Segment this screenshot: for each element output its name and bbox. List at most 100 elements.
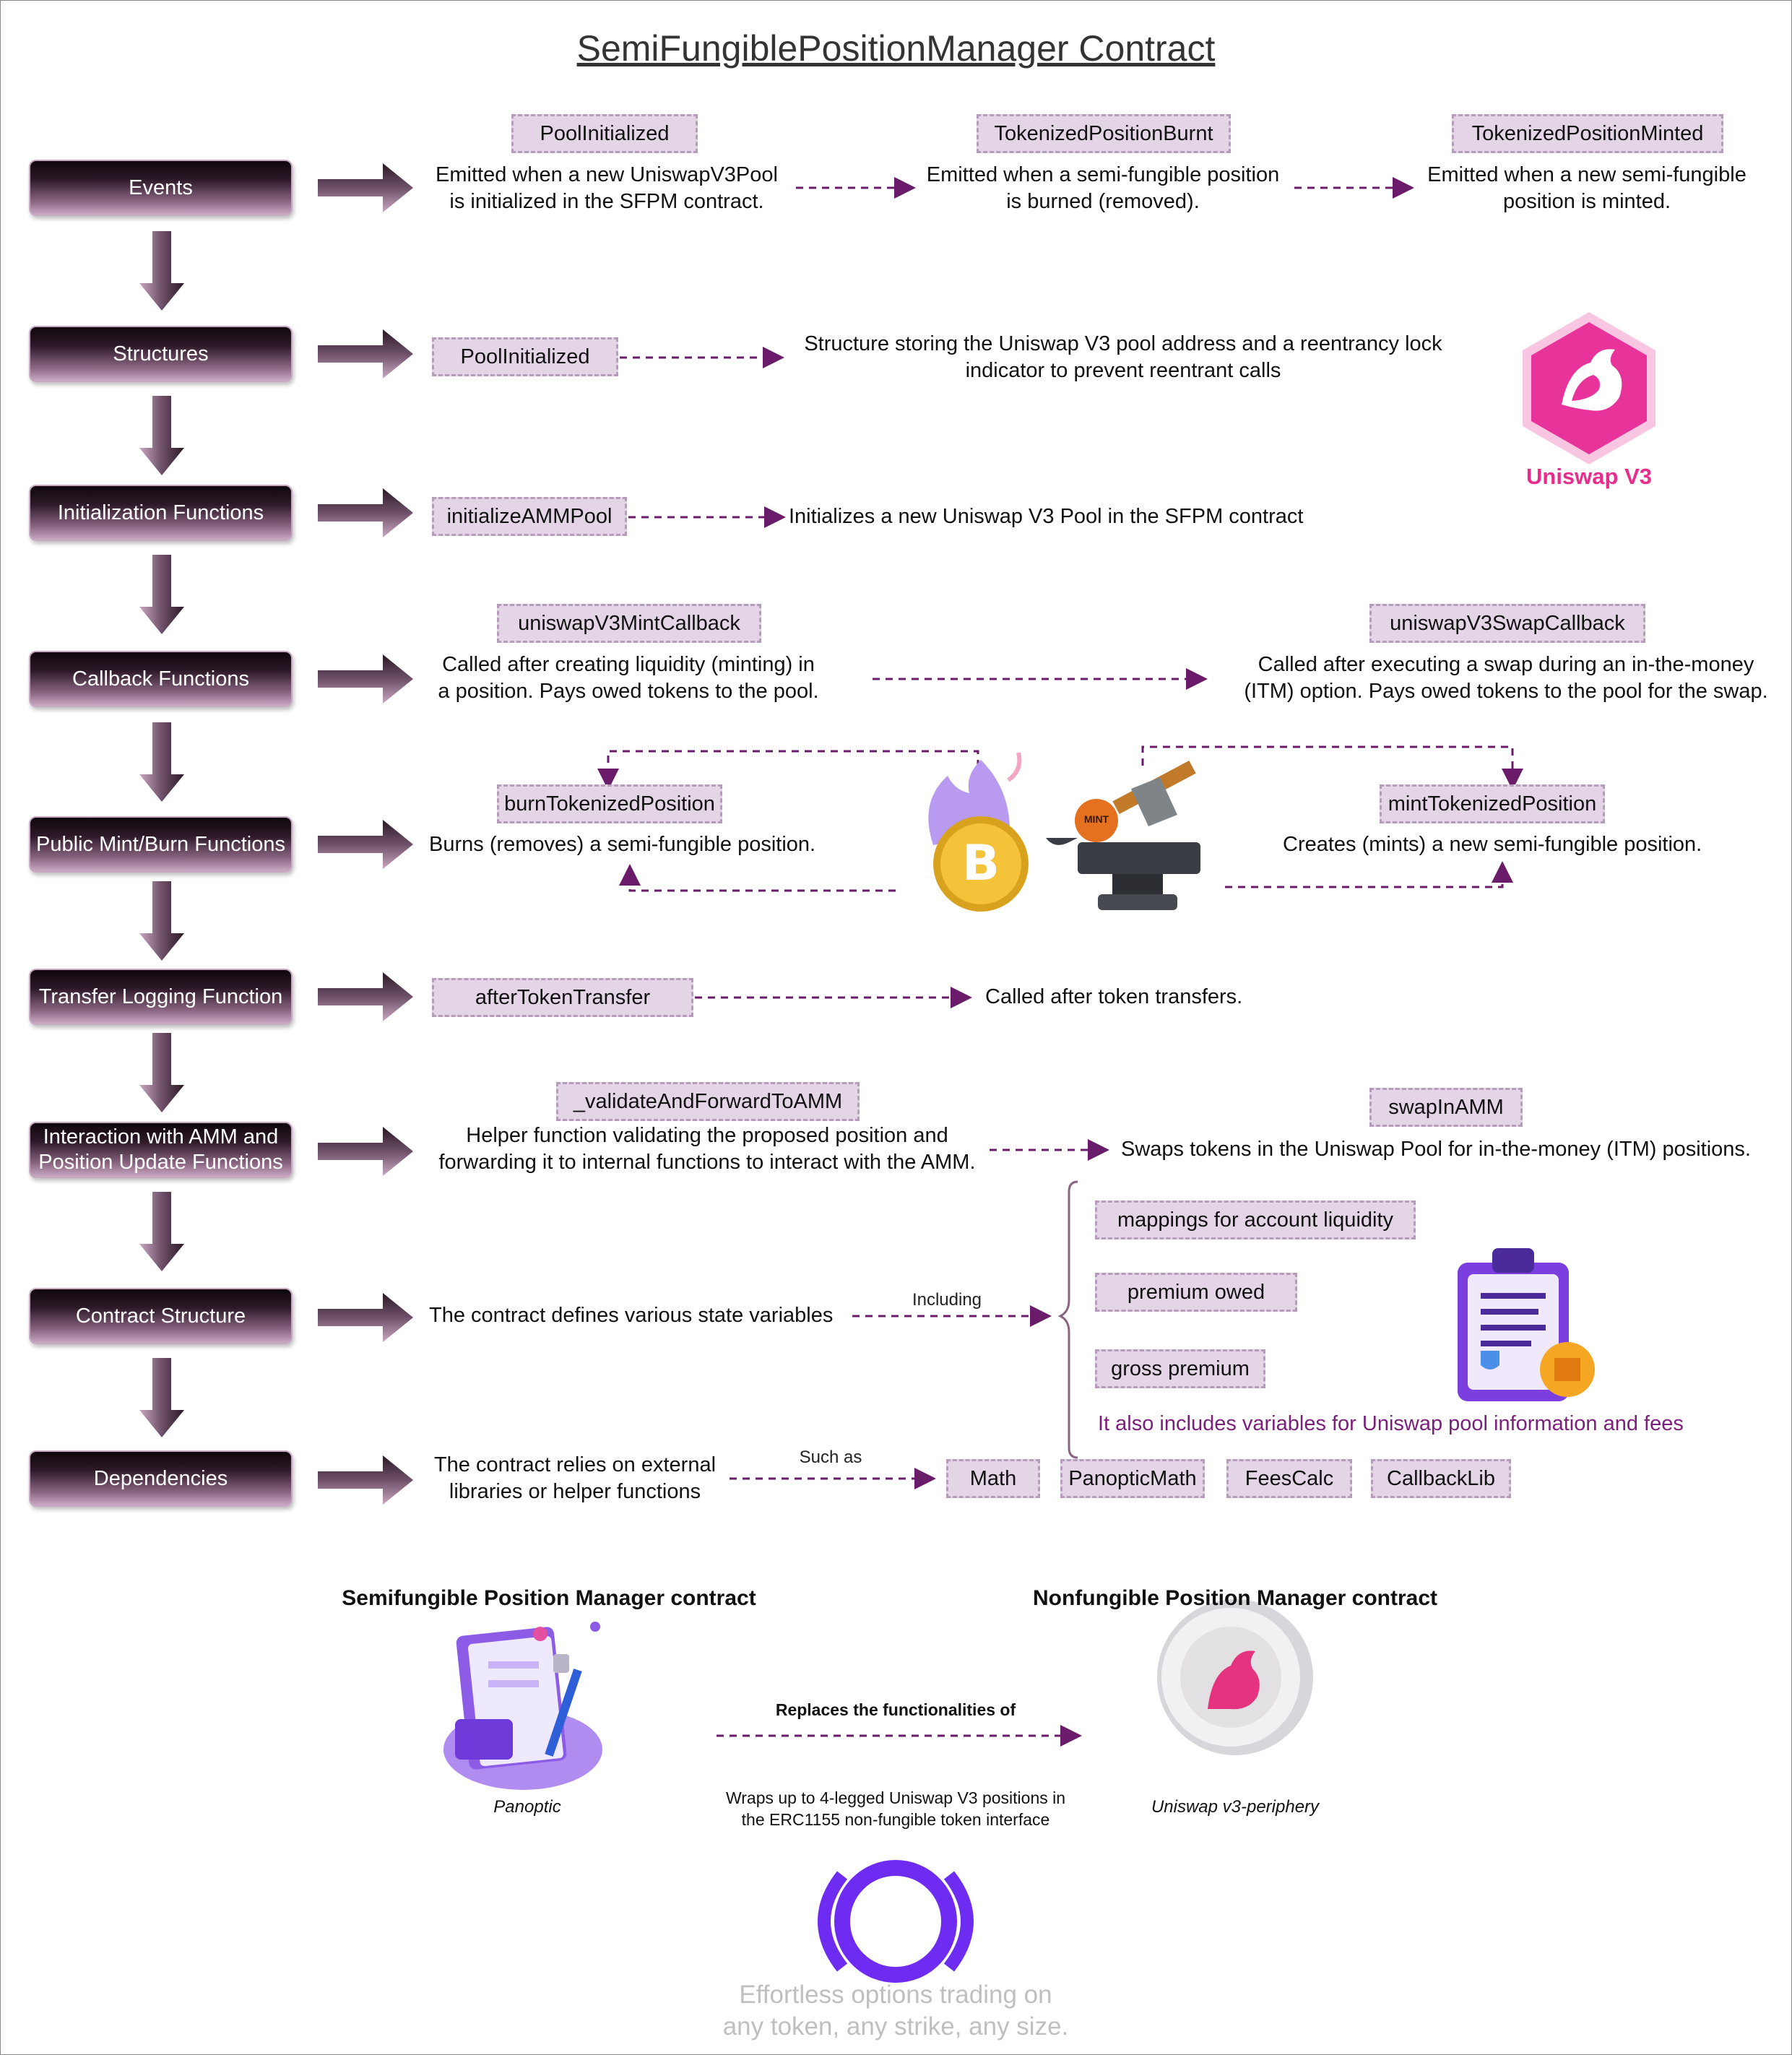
anvil-hammer-icon <box>1046 761 1200 910</box>
tagline-line1: Effortless options trading on <box>739 1981 1052 2009</box>
stage-amm-line1: Interaction with AMM and <box>43 1125 279 1148</box>
structures-desc: Structure storing the Uniswap V3 pool ad… <box>780 331 1466 384</box>
clipboard-icon <box>1458 1248 1595 1401</box>
dashed-connectors <box>597 177 1523 1747</box>
events-desc-2: Emitted when a semi-fungible position is… <box>912 162 1294 215</box>
uniswap-v3-label: Uniswap V3 <box>1526 464 1652 489</box>
flow-right-arrows <box>318 163 413 1505</box>
burn-bottom-link <box>619 864 896 892</box>
panoptic-caption: Panoptic <box>493 1797 561 1817</box>
init-desc: Initializes a new Uniswap V3 Pool in the… <box>789 505 1304 528</box>
down-arrow-1 <box>139 231 184 311</box>
events-desc-1: Emitted when a new UniswapV3Pool is init… <box>419 162 795 215</box>
tag-initialize-amm-pool: initializeAMMPool <box>432 497 627 536</box>
vars-brace <box>1057 1180 1078 1459</box>
mintburn-desc-1: Burns (removes) a semi-fungible position… <box>429 833 816 856</box>
right-arrow-1 <box>318 163 413 212</box>
replaces-label: Replaces the functionalities of <box>775 1700 1016 1719</box>
such-as-label: Such as <box>799 1448 862 1467</box>
tag-tokenized-position-burnt: TokenizedPositionBurnt <box>977 114 1231 153</box>
uniswap-hex-logo <box>1523 312 1655 464</box>
structures-desc-line2: indicator to prevent reentrant calls <box>965 359 1281 382</box>
bitcoin-icon: B <box>928 752 1029 912</box>
stage-contract-structure: Contract Structure <box>29 1288 293 1344</box>
panoptic-tagline: Effortless options trading on any token,… <box>607 1979 1185 2043</box>
page-title: SemiFungiblePositionManager Contract <box>576 28 1216 69</box>
mint-bottom-link <box>1225 861 1513 888</box>
panoptic-illustration <box>443 1622 602 1790</box>
panoptic-ring-logo <box>818 1860 974 1983</box>
callback-desc-1: Called after creating liquidity (minting… <box>426 652 831 705</box>
amm-desc-1-line1: Helper function validating the proposed … <box>466 1124 948 1147</box>
events-desc-3-line1: Emitted when a new semi-fungible <box>1427 163 1746 186</box>
events-desc-1-line2: is initialized in the SFPM contract. <box>449 190 764 213</box>
down-arrow-2 <box>139 396 184 475</box>
stage-public-mint-burn-functions: Public Mint/Burn Functions <box>29 816 293 873</box>
tag-mint-tokenized-position: mintTokenizedPosition <box>1380 784 1605 823</box>
deps-desc-line1: The contract relies on external <box>433 1453 717 1476</box>
stage-events: Events <box>29 160 293 216</box>
events-desc-1-line1: Emitted when a new UniswapV3Pool <box>436 163 778 186</box>
right-arrow-5 <box>318 820 413 869</box>
right-arrow-4 <box>318 654 413 704</box>
stage-transfer-logging-function: Transfer Logging Function <box>29 969 293 1025</box>
right-arrow-3 <box>318 488 413 537</box>
including-label: Including <box>912 1290 982 1310</box>
uniswap-coin-icon <box>1157 1599 1313 1755</box>
callback-desc-2-line2: (ITM) option. Pays owed tokens to the po… <box>1244 680 1768 703</box>
tag-pool-initialized-struct: PoolInitialized <box>432 337 618 376</box>
down-arrow-5 <box>139 881 184 961</box>
down-arrow-4 <box>139 722 184 802</box>
mintburn-desc-2: Creates (mints) a new semi-fungible posi… <box>1283 833 1702 856</box>
callback-desc-1-line2: a position. Pays owed tokens to the pool… <box>438 680 819 703</box>
tag-tokenized-position-minted: TokenizedPositionMinted <box>1452 114 1723 153</box>
stage-amm-line2: Position Update Functions <box>38 1151 283 1174</box>
nfpm-contract-title: Nonfungible Position Manager contract <box>1032 1586 1438 1610</box>
callback-desc-2: Called after executing a swap during an … <box>1228 652 1784 705</box>
contract-desc: The contract defines various state varia… <box>429 1304 834 1327</box>
right-arrow-9 <box>318 1455 413 1505</box>
comparison-note: Wraps up to 4-legged Uniswap V3 position… <box>679 1787 1112 1830</box>
stage-structures: Structures <box>29 326 293 382</box>
amm-desc-1: Helper function validating the proposed … <box>423 1122 991 1176</box>
tag-burn-tokenized-position: burnTokenizedPosition <box>497 784 722 823</box>
var-account-liquidity: mappings for account liquidity <box>1095 1200 1416 1240</box>
tag-pool-initialized-event: PoolInitialized <box>511 114 698 153</box>
var-premium-owed: premium owed <box>1095 1273 1297 1312</box>
stage-dependencies: Dependencies <box>29 1450 293 1507</box>
mint-coin-badge: MINT <box>1083 813 1109 825</box>
comparison-note-line2: the ERC1155 non-fungible token interface <box>741 1810 1050 1829</box>
mint-top-link <box>1141 745 1523 790</box>
tagline-line2: any token, any strike, any size. <box>722 2012 1069 2041</box>
lib-callback-lib: CallbackLib <box>1371 1459 1511 1498</box>
events-desc-2-line1: Emitted when a semi-fungible position <box>926 163 1280 186</box>
down-arrow-3 <box>139 555 184 634</box>
events-desc-2-line2: is burned (removed). <box>1006 190 1200 213</box>
down-arrow-8 <box>139 1358 184 1437</box>
events-desc-3-line2: position is minted. <box>1502 190 1671 213</box>
callback-desc-2-line1: Called after executing a swap during an … <box>1258 653 1754 676</box>
right-arrow-8 <box>318 1293 413 1342</box>
stage-initialization-functions: Initialization Functions <box>29 485 293 541</box>
down-arrow-7 <box>139 1192 184 1271</box>
lib-math: Math <box>946 1459 1040 1498</box>
tag-swap-in-amm: swapInAMM <box>1369 1088 1523 1127</box>
tag-uniswap-v3-mint-callback: uniswapV3MintCallback <box>497 604 761 643</box>
sfpm-contract-title: Semifungible Position Manager contract <box>342 1586 756 1610</box>
transfer-desc: Called after token transfers. <box>985 985 1243 1008</box>
tag-uniswap-v3-swap-callback: uniswapV3SwapCallback <box>1369 604 1645 643</box>
burn-top-link <box>597 750 979 790</box>
lib-fees-calc: FeesCalc <box>1226 1459 1352 1498</box>
deps-desc-line2: libraries or helper functions <box>449 1480 701 1503</box>
events-desc-3: Emitted when a new semi-fungible positio… <box>1410 162 1764 215</box>
stage-amm-interaction: Interaction with AMM and Position Update… <box>29 1122 293 1178</box>
svg-text:B: B <box>962 835 1000 892</box>
right-arrow-7 <box>318 1127 413 1176</box>
stage-callback-functions: Callback Functions <box>29 651 293 707</box>
lib-panoptic-math: PanopticMath <box>1060 1459 1205 1498</box>
callback-desc-1-line1: Called after creating liquidity (minting… <box>442 653 815 676</box>
var-gross-premium: gross premium <box>1095 1349 1265 1388</box>
right-arrow-2 <box>318 329 413 378</box>
comparison-note-line1: Wraps up to 4-legged Uniswap V3 position… <box>725 1788 1066 1807</box>
deps-desc: The contract relies on external librarie… <box>422 1452 728 1505</box>
